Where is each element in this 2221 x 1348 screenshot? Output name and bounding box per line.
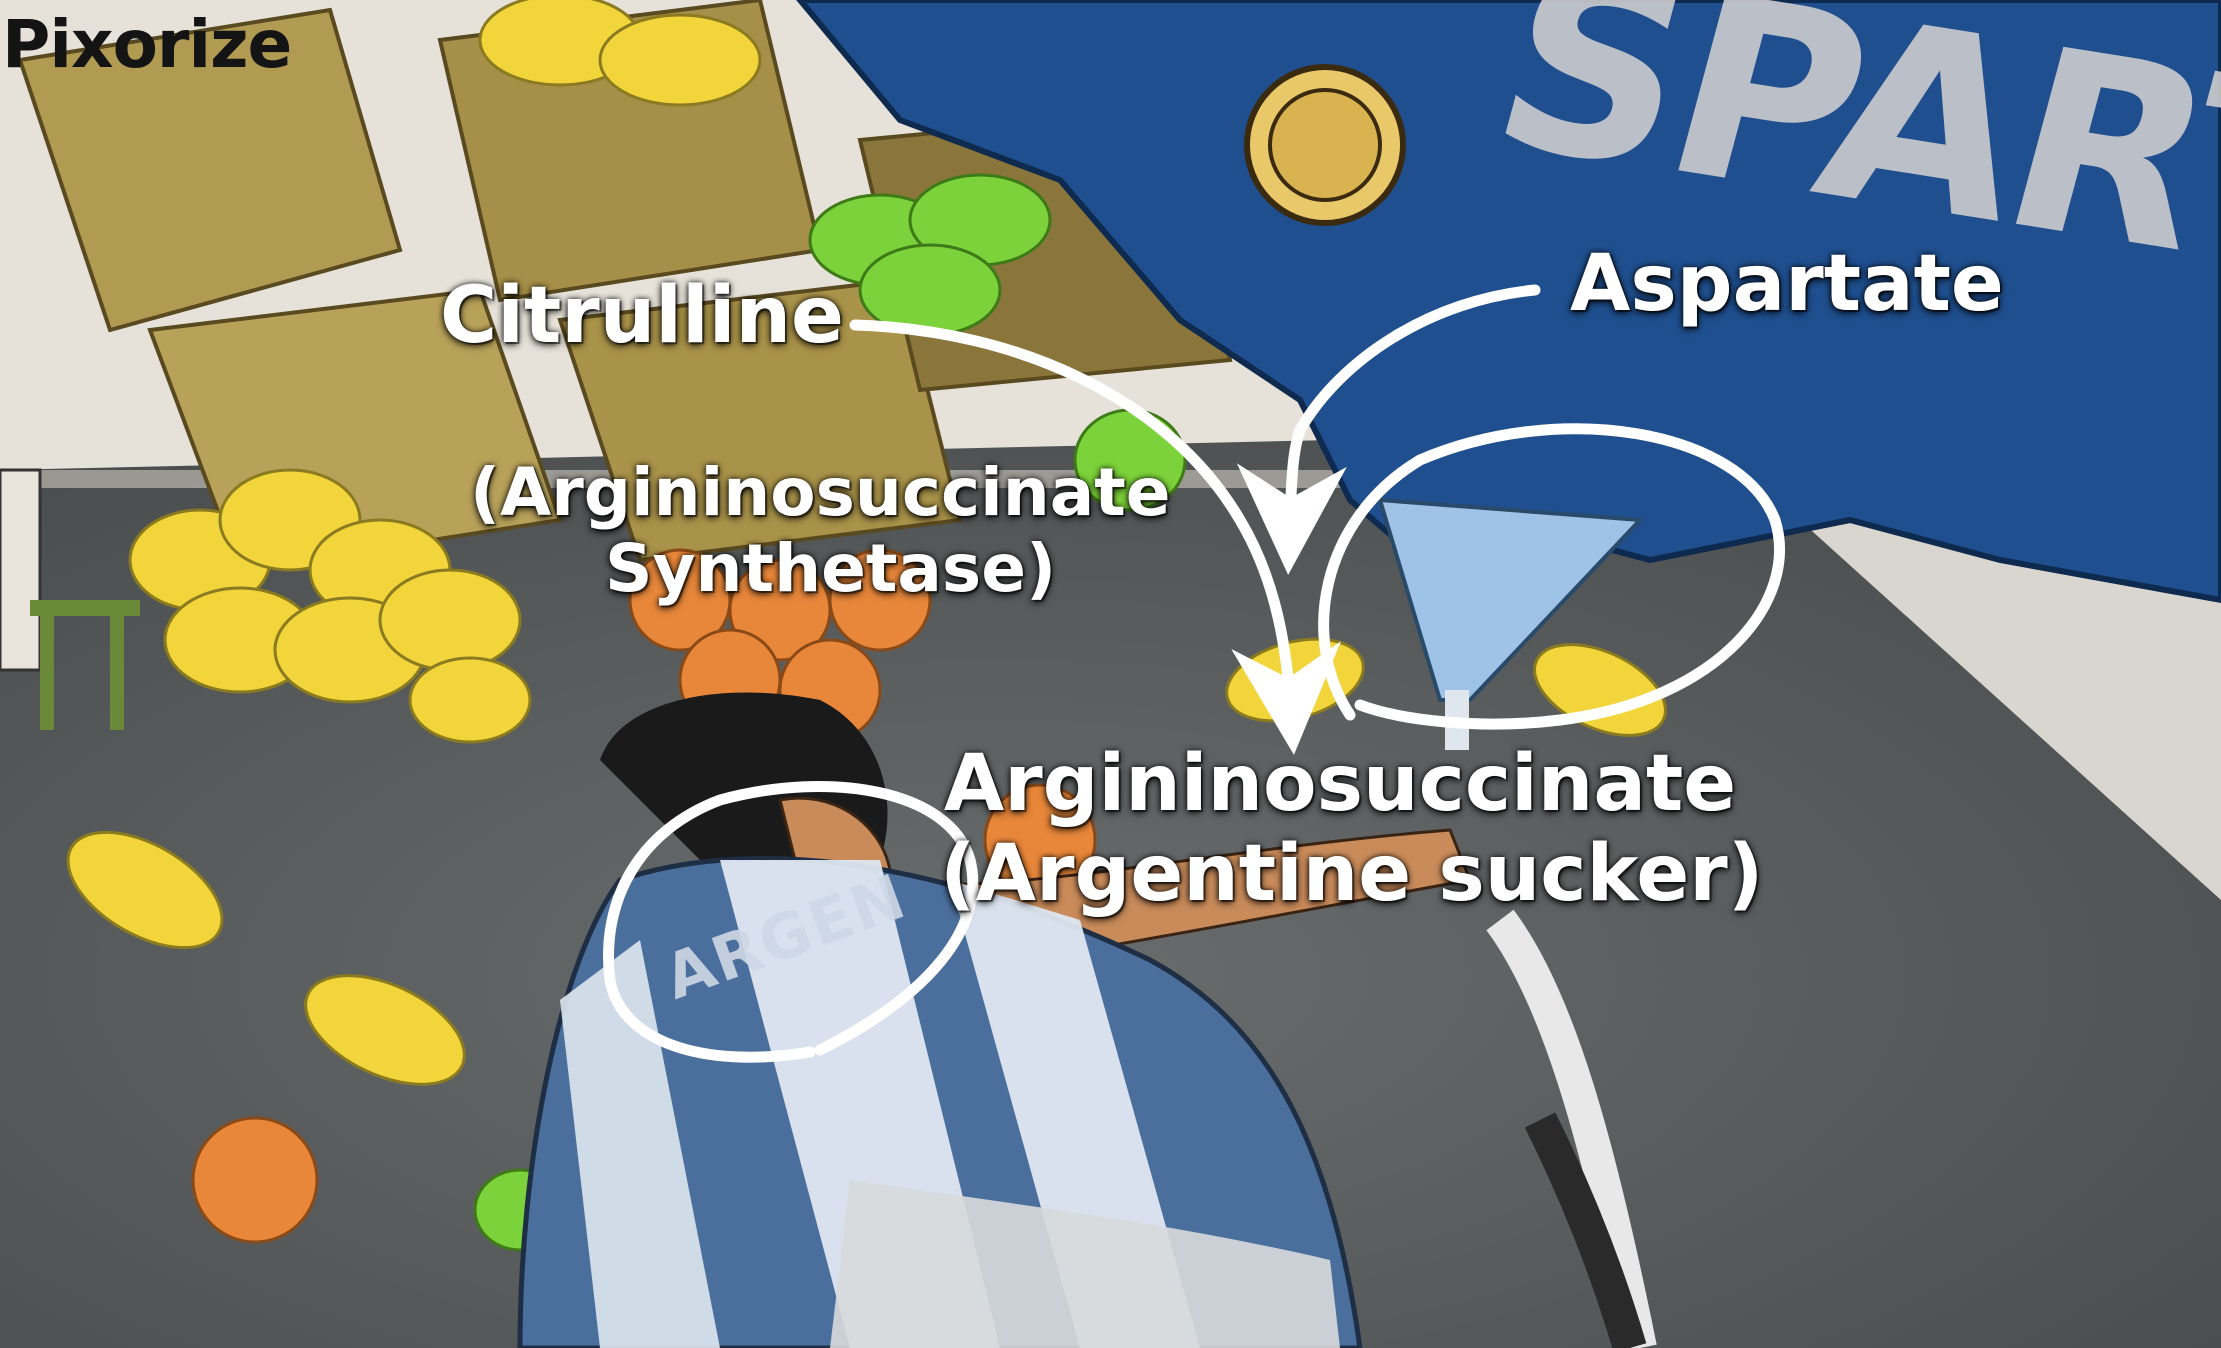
- argentine-player: [517, 692, 1473, 1348]
- citrulline-label: Citrulline: [440, 271, 844, 361]
- product-label-line1: Argininosuccinate: [943, 739, 1737, 829]
- aspartate-arrow: [1236, 284, 1541, 575]
- brand-logo: Pixorize: [2, 6, 292, 83]
- enzyme-label: (Argininosuccinate Synthetase): [470, 454, 1171, 607]
- product-circle: [1318, 423, 1785, 730]
- lemon-pile: [128, 0, 762, 744]
- product-label: Argininosuccinate (Argentine sucker): [940, 739, 1764, 919]
- citrulline-arrow: [849, 319, 1341, 755]
- player-circle: [603, 781, 979, 1063]
- aspartate-label: Aspartate: [1570, 239, 2004, 329]
- sparta-jersey: [796, 0, 2221, 750]
- enzyme-label-line1: (Argininosuccinate: [470, 454, 1171, 531]
- toy-figure: [0, 468, 140, 730]
- hose: [1486, 909, 1657, 1348]
- annotation-strokes: [603, 284, 1785, 1063]
- product-label-line2: (Argentine sucker): [940, 828, 1764, 919]
- enzyme-label-line2: Synthetase): [605, 529, 1057, 607]
